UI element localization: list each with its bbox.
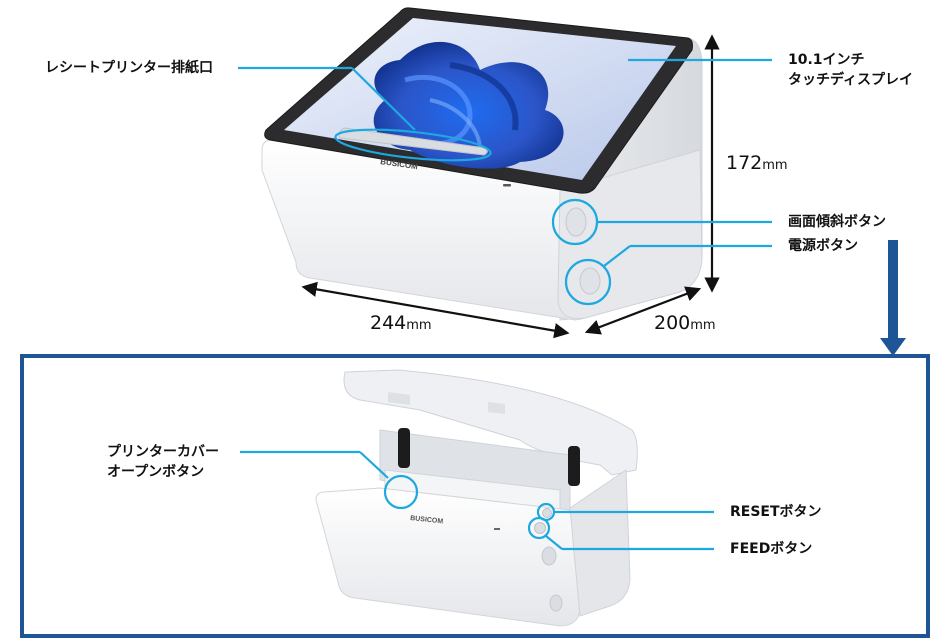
width-dimension-arrow — [301, 281, 570, 339]
width-value: 244 — [370, 312, 407, 334]
cover-open-label-line1: プリンターカバー — [107, 444, 219, 460]
depth-dimension-label: 200mm — [654, 312, 716, 334]
receipt-outlet-leader-diag — [351, 67, 416, 131]
brand-logo-bottom: BUSICOM — [410, 515, 444, 525]
flow-arrow — [880, 240, 906, 356]
feed-button-label: FEEDボタン — [730, 541, 813, 557]
power-button-leader-diag — [603, 245, 631, 267]
receipt-outlet-highlight — [334, 128, 492, 162]
top-callouts — [238, 58, 772, 306]
cover-open-leader-diag — [359, 451, 389, 479]
width-unit: mm — [406, 318, 432, 333]
display-label-line1: 10.1インチ — [788, 52, 865, 68]
detail-frame — [20, 354, 930, 638]
height-value: 172 — [726, 152, 763, 174]
top-device — [261, 7, 703, 321]
feed-button-highlight — [527, 516, 551, 540]
receipt-outlet-label: レシートプリンター排紙口 — [45, 60, 213, 76]
power-button-highlight — [564, 258, 612, 306]
cover-open-highlight — [383, 474, 419, 510]
power-button-label: 電源ボタン — [788, 238, 858, 254]
height-dimension-label: 172mm — [726, 152, 788, 174]
display-label-line2: タッチディスプレイ — [788, 72, 914, 88]
depth-value: 200 — [654, 312, 691, 334]
bottom-callouts — [240, 450, 714, 551]
reset-button-label: RESETボタン — [730, 504, 822, 520]
depth-dimension-arrow — [584, 286, 702, 335]
height-unit: mm — [762, 158, 788, 173]
tilt-button-label: 画面傾斜ボタン — [788, 214, 886, 230]
feed-button-leader-diag — [545, 535, 563, 550]
width-dimension-label: 244mm — [370, 312, 432, 334]
depth-unit: mm — [690, 318, 716, 333]
cover-open-label-line2: オープンボタン — [107, 464, 205, 480]
bottom-device — [315, 369, 638, 627]
